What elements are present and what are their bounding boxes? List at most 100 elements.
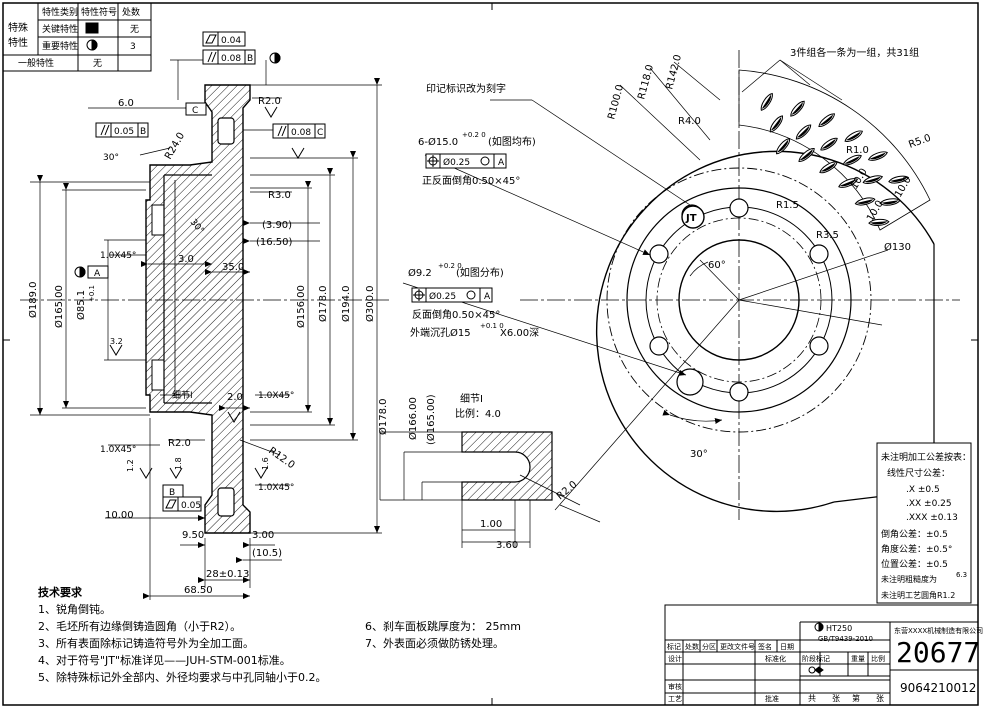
dim-28: 28±0.13	[206, 569, 249, 580]
datum-a-flag: A	[94, 269, 101, 279]
tol-pos: 位置公差：±0.5	[881, 558, 948, 570]
dim-16-50: (16.50)	[256, 237, 293, 248]
char-header-3: 处数	[122, 6, 140, 18]
dim-r12: R12.0	[266, 445, 296, 471]
dim-r142: R142.0	[664, 54, 684, 91]
cooling-slot-shade	[844, 155, 860, 164]
tech-req-title: 技术要求	[38, 585, 83, 599]
dim-10: 10.00	[105, 510, 134, 521]
dim-3-00: 3.00	[252, 530, 274, 541]
cooling-slot-shade	[864, 176, 881, 183]
dim-d85: Ø85.1	[75, 290, 87, 320]
tol-rough: 未注明粗糙度为	[881, 574, 937, 584]
cooling-slot-shade	[870, 221, 888, 225]
gtol-perp-c-value: 0.08	[291, 128, 311, 138]
dim-3-90: (3.90)	[262, 220, 292, 231]
jt-mark: JT	[685, 213, 697, 224]
tb-scale: 比例	[871, 654, 885, 663]
char-row-2-category: 重要特性	[42, 40, 78, 52]
dim-d178: Ø178.0	[317, 286, 329, 323]
dim-r1-5: R1.5	[776, 200, 799, 211]
tech-req-7: 7、外表面必须做防锈处理。	[365, 636, 504, 650]
tb-stage: 阶段标记	[802, 654, 830, 663]
dim-10-5: (10.5)	[252, 548, 282, 559]
dim-d194: Ø194.0	[340, 286, 352, 323]
dim-r5: R5.0	[907, 133, 932, 151]
dim-d85-tol: +0.1	[88, 285, 96, 302]
tb-sheet-no: 第	[852, 693, 860, 703]
char-row-1-count: 无	[130, 24, 139, 35]
char-header-2: 特性符号	[81, 6, 117, 18]
cooling-slot-shade	[869, 152, 886, 160]
tb-company: 东营XXXX机械制造有限公司	[894, 626, 983, 635]
cooling-slot-shade	[799, 149, 813, 161]
cooling-slot-shade	[770, 116, 782, 131]
tb-sheet-unit: 张	[832, 694, 840, 703]
tb-row-2: 审核	[668, 682, 682, 691]
gtol-par-datum: B	[247, 54, 253, 64]
tol-rough-val: 6.3	[956, 571, 967, 579]
dim-chamfer-1: 1.0X45°	[100, 251, 136, 261]
tb-col-1: 标记	[667, 642, 681, 651]
cooling-slot-shade	[777, 139, 789, 153]
note-holes-suffix: (如图均布)	[488, 135, 536, 148]
cooling-slot-shade	[791, 101, 803, 115]
dim-r1: R1.0	[846, 145, 869, 156]
rough-1-6: 1.6	[261, 457, 270, 470]
note-holes2: Ø9.2	[408, 267, 432, 279]
tech-req-4: 4、对于符号"JT"标准详见——JUH-STM-001标准。	[38, 653, 291, 667]
cooling-slot-shade	[796, 125, 810, 138]
char-group-label-2: 特性	[8, 36, 28, 49]
tol-line-1: .X ±0.5	[906, 485, 940, 495]
dim-6: 6.0	[118, 98, 134, 109]
tb-sheet-total: 共	[808, 694, 816, 703]
detail-title: 细节I	[460, 392, 483, 405]
cooling-slot-shade	[839, 179, 856, 187]
gtol-perp-c-datum: C	[317, 128, 323, 138]
detail-d165: (Ø165.00)	[425, 394, 437, 445]
dim-angle-30: 30°	[690, 449, 708, 460]
tb-sheet-unit2: 张	[876, 694, 884, 703]
detail-1: 1.00	[480, 519, 502, 530]
dim-d165: Ø165.00	[53, 285, 65, 328]
tb-part-no: 20677	[896, 636, 980, 669]
disk-face-outline	[596, 150, 935, 513]
datum-c-flag: C	[192, 106, 198, 116]
tb-col-5: 签名	[758, 642, 772, 651]
tech-req-6: 6、刹车面板跳厚度为： 25mm	[365, 619, 521, 633]
tech-req-1: 1、锐角倒钝。	[38, 602, 111, 616]
title-block	[664, 604, 979, 706]
note-holes-pos: Ø0.25	[443, 157, 470, 168]
detail-d178: Ø178.0	[377, 399, 389, 436]
cooling-slot-shade	[845, 131, 861, 141]
note-holes2-pos: Ø0.25	[429, 291, 456, 302]
dim-d189: Ø189.0	[27, 282, 39, 319]
tol-line-2: .XX ±0.25	[906, 499, 952, 509]
detail-i-drawing	[379, 431, 581, 548]
dim-d300: Ø300.0	[364, 286, 376, 323]
tol-size-title: 线性尺寸公差：	[887, 467, 950, 479]
char-group-label-1: 特殊	[8, 21, 28, 34]
gtol-par-value: 0.08	[221, 54, 241, 64]
dim-r118: R118.0	[636, 64, 656, 101]
disk-section-hatch	[145, 84, 251, 534]
cooling-slot-shade	[820, 162, 836, 172]
tb-material-std: GB/T9439-2010	[818, 635, 873, 643]
tol-angle: 倒角公差：±0.5	[881, 528, 948, 540]
dim-d156: Ø156.00	[295, 285, 307, 328]
tech-req-2: 2、毛坯所有边缘倒铸造圆角（小于R2）。	[38, 619, 241, 633]
dim-35: 35.0	[222, 262, 244, 273]
note-holes2-cbore: 外端沉孔Ø15	[410, 326, 471, 339]
tb-std: 标准化	[765, 654, 786, 663]
note-slots: 3件组各一条为一组，共31组	[790, 46, 919, 59]
cooling-slot-shade	[761, 94, 772, 109]
note-holes: 6-Ø15.0	[418, 136, 458, 148]
cooling-slot-shade	[821, 138, 836, 149]
cooling-slot-shade	[856, 199, 874, 204]
tol-title: 未注明加工公差按表：	[881, 451, 971, 463]
tb-col-4: 更改文件号	[720, 642, 755, 651]
rough-1-2: 1.2	[126, 459, 135, 472]
tech-req-3: 3、所有表面除标记铸造符号外为全加工面。	[38, 636, 254, 650]
dim-d130: Ø130	[884, 241, 911, 253]
gtol-flat-low-value: 0.05	[181, 501, 201, 511]
